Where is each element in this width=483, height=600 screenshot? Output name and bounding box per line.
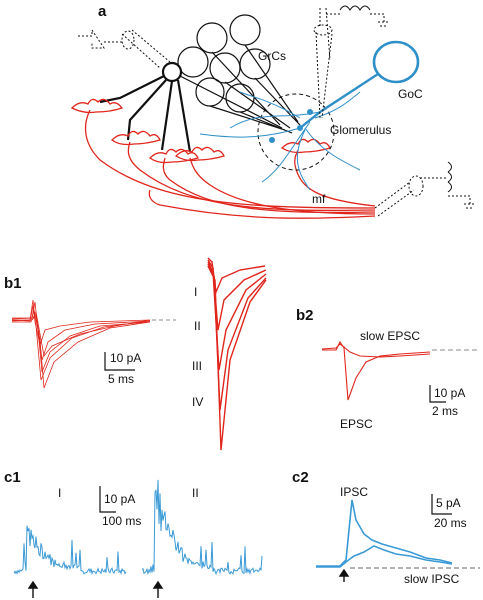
c1-stim-arrows (27, 580, 164, 598)
b1-scale-x: 5 ms (108, 372, 134, 386)
grc-soma-2 (229, 14, 261, 46)
mf-rosettes (70, 98, 331, 164)
glomerulus-label: Glomerulus (330, 123, 391, 137)
b2-traces (321, 340, 431, 401)
mf-stim-electrode (374, 161, 476, 217)
b1-scale-y: 10 pA (110, 351, 141, 365)
glomerulus-outline (257, 93, 335, 171)
goc-label: GoC (398, 87, 423, 101)
panel-label-b2: b2 (296, 307, 314, 324)
grc-soma-1 (196, 22, 228, 54)
grc-soma-6 (195, 77, 225, 107)
golgi-cell (199, 40, 420, 191)
panel-label-b1: b1 (4, 275, 22, 292)
grc-soma-3 (177, 46, 209, 78)
c2-scale-x: 20 ms (434, 516, 467, 530)
b1-trace-iii: III (192, 359, 202, 373)
c2-ipsc-label: IPSC (340, 485, 368, 499)
mf-label: mf (312, 192, 326, 206)
b2-epsc-label: EPSC (340, 417, 373, 431)
grc-electrode (78, 28, 171, 69)
c1-scale-y: 10 pA (104, 492, 135, 506)
panel-label-c2: c2 (292, 469, 309, 486)
grc-soma-7 (225, 83, 255, 113)
b2-scale-y: 10 pA (434, 386, 465, 400)
grc-label: GrCs (258, 49, 286, 63)
c1-trace-1 (13, 525, 127, 576)
goc-electrode (313, 5, 390, 119)
c2-slow-label: slow IPSC (404, 572, 460, 586)
c1-trace-ii-label: II (192, 486, 199, 500)
recorded-grc (99, 61, 283, 153)
c2-scale-bar (431, 494, 452, 515)
c2-traces (316, 499, 453, 568)
panel-label-a: a (98, 3, 107, 20)
b1-trace-i: I (194, 285, 197, 299)
mossy-fibers (84, 109, 376, 219)
b1-overlay-traces (11, 299, 151, 389)
b1-scale-bar (104, 352, 135, 371)
b2-scale-bar (429, 385, 446, 403)
c2-stim-arrow (338, 568, 350, 582)
b2-slow-label: slow EPSC (360, 329, 420, 343)
grc-soma-5 (239, 48, 271, 80)
c1-trace-i-label: I (58, 486, 61, 500)
b1-zoom-traces (207, 257, 267, 451)
panel-label-c1: c1 (4, 469, 21, 486)
b1-trace-ii: II (194, 319, 201, 333)
c1-trace-2 (141, 479, 263, 576)
b1-trace-iv: IV (192, 395, 203, 409)
c2-scale-y: 5 pA (436, 496, 461, 510)
b2-scale-x: 2 ms (432, 404, 458, 418)
c1-scale-bar (99, 486, 116, 513)
granule-cells (177, 14, 301, 134)
c1-scale-x: 100 ms (102, 514, 141, 528)
